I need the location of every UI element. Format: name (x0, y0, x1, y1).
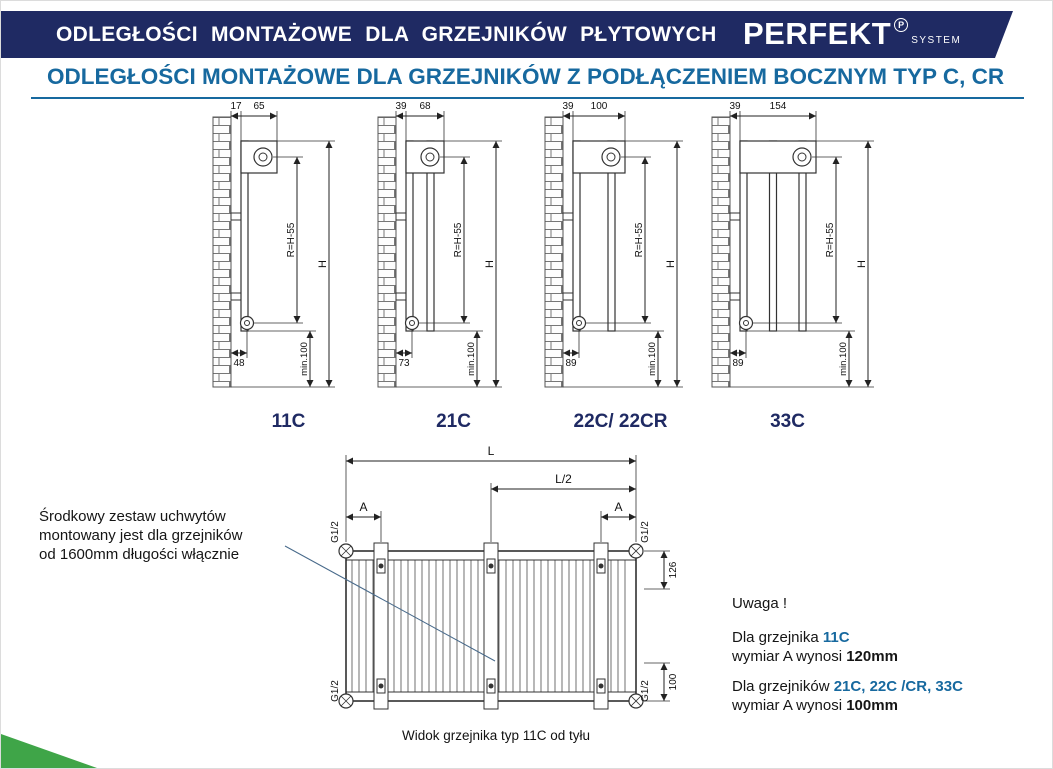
page-title: ODLEGŁOŚCI MONTAŻOWE DLA GRZEJNIKÓW PŁYT… (56, 22, 717, 46)
note-text: Dla grzejników (732, 678, 834, 695)
note-dim-value: 120mm (846, 648, 898, 665)
note-line: montowany jest dla grzejników (39, 527, 243, 544)
svg-text:min.100: min.100 (647, 342, 658, 376)
corner-green-triangle (1, 734, 97, 768)
note-dim-value: 100mm (846, 697, 898, 714)
svg-text:48: 48 (233, 358, 245, 369)
svg-text:65: 65 (253, 101, 265, 112)
svg-text:126: 126 (668, 561, 679, 578)
note-uwaga-item1: Dla grzejnika 11C wymiar A wynosi 120mm (732, 628, 963, 666)
svg-text:39: 39 (729, 101, 741, 112)
type-label-33c: 33C (770, 411, 805, 432)
svg-text:A: A (359, 500, 367, 514)
svg-text:G1/2: G1/2 (330, 680, 341, 702)
svg-text:39: 39 (562, 101, 574, 112)
svg-text:R=H-55: R=H-55 (825, 222, 836, 257)
svg-text:89: 89 (565, 358, 577, 369)
brand-mark-icon: P (894, 18, 909, 32)
note-type-ref: 11C (822, 629, 850, 646)
svg-text:68: 68 (419, 101, 431, 112)
type-label-21c: 21C (436, 411, 471, 432)
svg-text:G1/2: G1/2 (330, 521, 341, 543)
type-label-22c: 22C/ 22CR (573, 411, 668, 432)
svg-text:H: H (484, 260, 496, 268)
note-text: wymiar A wynosi (732, 697, 847, 714)
note-uwaga: Uwaga ! Dla grzejnika 11C wymiar A wynos… (732, 595, 963, 726)
svg-text:17: 17 (230, 101, 242, 112)
svg-text:G1/2: G1/2 (640, 521, 651, 543)
header-banner: ODLEGŁOŚCI MONTAŻOWE DLA GRZEJNIKÓW PŁYT… (1, 11, 1013, 58)
svg-text:R=H-55: R=H-55 (286, 222, 297, 257)
svg-text:73: 73 (398, 358, 410, 369)
section-title: ODLEGŁOŚCI MONTAŻOWE DLA GRZEJNIKÓW Z PO… (47, 64, 1005, 89)
note-line: od 1600mm długości włącznie (39, 546, 240, 563)
svg-text:G1/2: G1/2 (640, 680, 651, 702)
svg-text:R=H-55: R=H-55 (634, 222, 645, 257)
svg-text:R=H-55: R=H-55 (453, 222, 464, 257)
note-text: Dla grzejnika (732, 629, 823, 646)
section-title-rule (31, 97, 1024, 99)
svg-text:min.100: min.100 (466, 342, 477, 376)
note-uwaga-item2: Dla grzejników 21C, 22C /CR, 33C wymiar … (732, 677, 963, 715)
svg-text:min.100: min.100 (838, 342, 849, 376)
svg-text:H: H (317, 260, 329, 268)
note-line: Środkowy zestaw uchwytów (39, 508, 226, 525)
svg-text:H: H (665, 260, 677, 268)
svg-text:100: 100 (668, 673, 679, 690)
radiator-side-view-11c: 17 65R=H-55 min.100 H 48 (212, 101, 335, 388)
note-center-bracket: Środkowy zestaw uchwytów montowany jest … (39, 507, 242, 564)
note-text: wymiar A wynosi (732, 648, 847, 665)
svg-text:min.100: min.100 (299, 342, 310, 376)
rear-view-caption: Widok grzejnika typ 11C od tyłu (401, 728, 591, 743)
brand-logo: PERFEKT P SYSTEM (743, 18, 961, 49)
svg-text:L: L (488, 444, 495, 458)
note-type-ref: 21C, 22C /CR, 33C (833, 678, 963, 695)
svg-text:39: 39 (395, 101, 407, 112)
brand-name: PERFEKT (743, 16, 892, 51)
note-uwaga-title: Uwaga ! (732, 595, 788, 612)
svg-text:154: 154 (770, 101, 787, 112)
brand-subname: SYSTEM (911, 35, 962, 46)
svg-text:H: H (856, 260, 868, 268)
svg-text:L/2: L/2 (555, 472, 572, 486)
svg-text:100: 100 (591, 101, 608, 112)
type-label-11c: 11C (271, 411, 306, 432)
svg-text:89: 89 (732, 358, 744, 369)
radiator-side-view-21c: 39 68R=H-55 min.100 H 73 (377, 101, 502, 388)
svg-text:A: A (614, 500, 622, 514)
